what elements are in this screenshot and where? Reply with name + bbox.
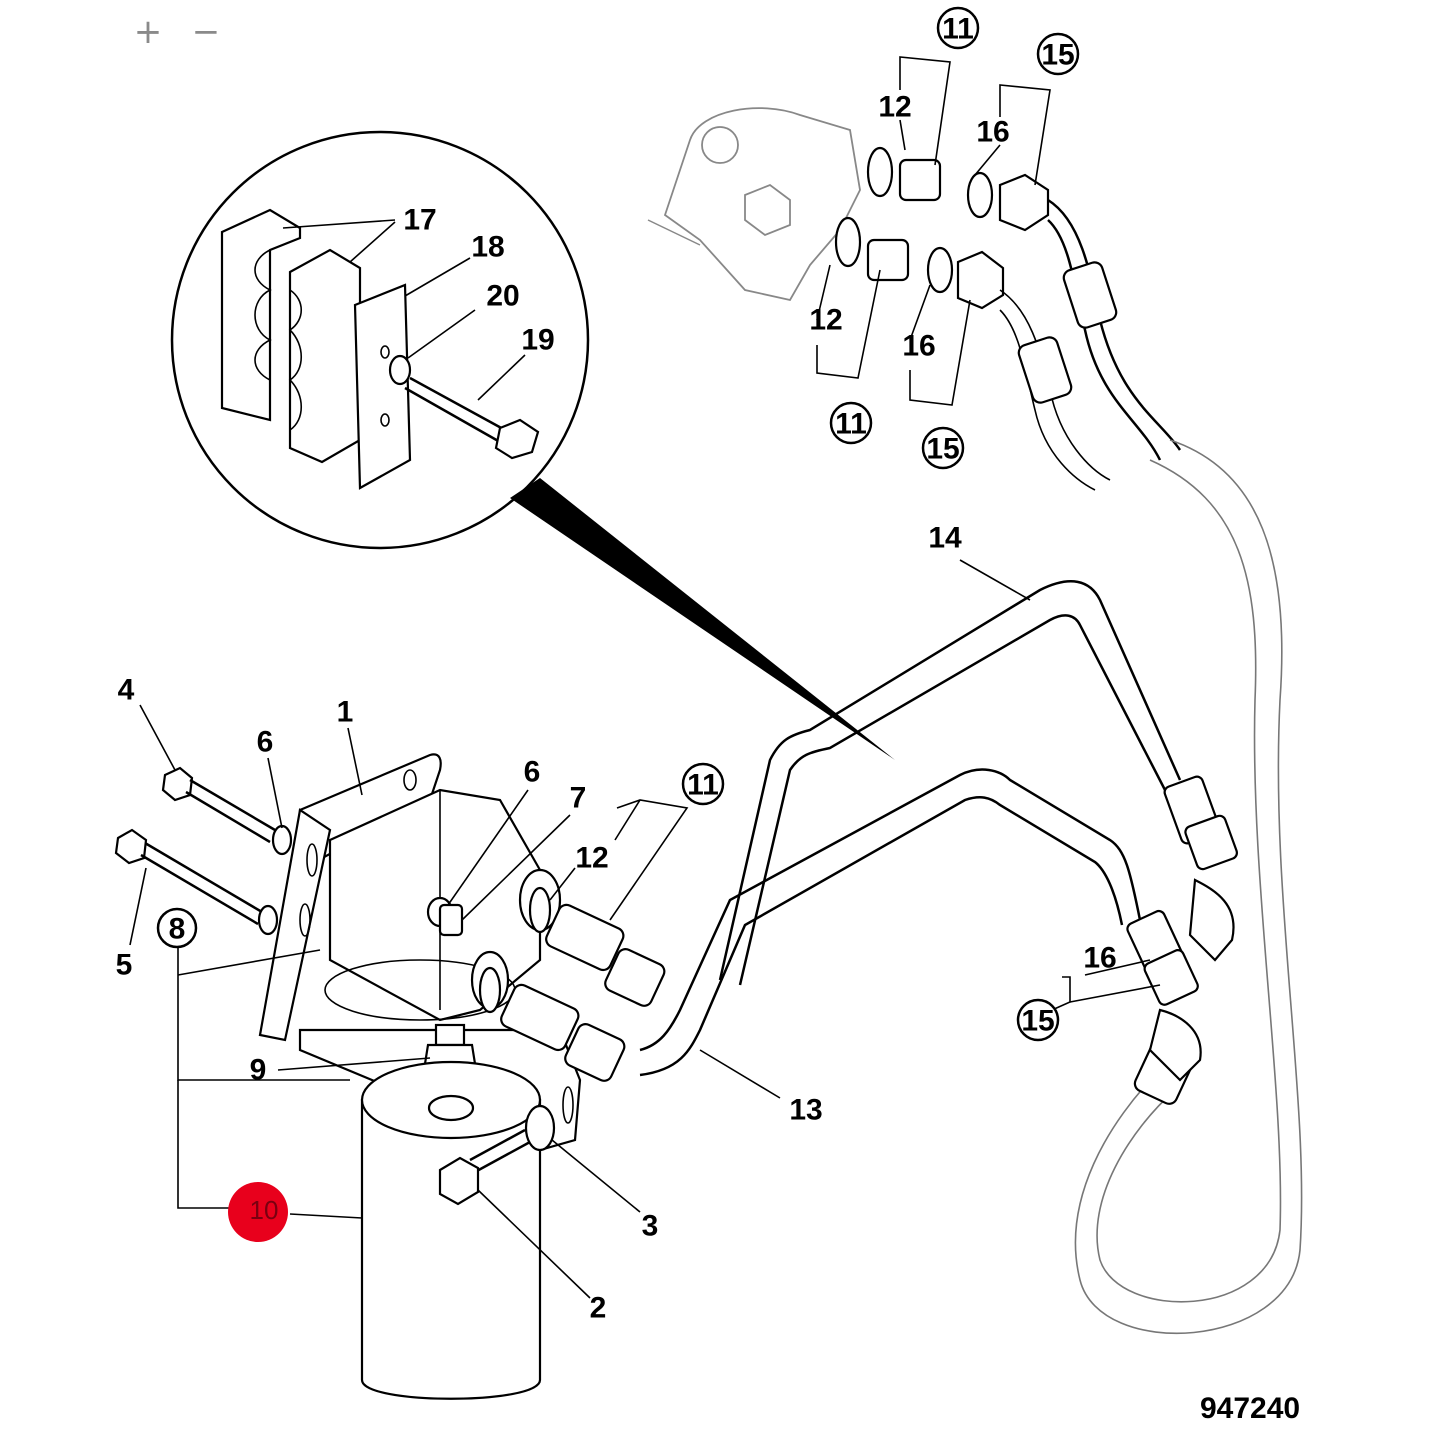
washer-part-3 [524,1104,556,1152]
adaptor-fittings-head [478,886,666,1082]
callout-16b[interactable]: 16 [902,330,935,363]
callout-11c[interactable]: 11 [681,762,725,806]
bolt-part-19 [404,376,540,460]
callout-2[interactable]: 2 [590,1292,607,1325]
callout-19[interactable]: 19 [521,324,554,357]
drawing-number: 947240 [1200,1392,1301,1425]
callout-3[interactable]: 3 [642,1210,659,1243]
callout-12a[interactable]: 12 [878,91,911,124]
pipe-part-13 [639,768,1142,1077]
zoom-controls: + − [128,12,226,52]
washer-part-20 [388,354,412,386]
oil-filter-part-10 [360,1060,542,1400]
callout-11b[interactable]: 11 [829,401,873,445]
callout-6a[interactable]: 6 [257,726,274,759]
callout-4[interactable]: 4 [118,674,135,707]
bolt-part-2 [438,1128,531,1206]
callout-17[interactable]: 17 [403,204,436,237]
svg-text:11: 11 [835,408,867,441]
svg-text:11: 11 [687,769,719,802]
upper-hose-fittings [834,146,1050,310]
callout-7[interactable]: 7 [570,782,587,815]
zoom-in-button[interactable]: + [133,12,163,52]
pipe-end-fittings [1126,775,1239,1082]
bolt-part-4 [161,766,293,856]
callout-11a[interactable]: 11 [936,6,980,50]
zoom-out-button[interactable]: − [191,12,221,52]
bolt-part-5 [114,828,279,936]
callout-12b[interactable]: 12 [809,304,842,337]
clamp-half-part-17b [288,248,362,464]
svg-text:8: 8 [169,913,186,946]
callout-15c[interactable]: 15 [1016,998,1060,1042]
callout-10-highlighted[interactable]: 10 [228,1182,288,1242]
callout-18[interactable]: 18 [471,231,504,264]
callout-9[interactable]: 9 [250,1054,267,1087]
circled-callouts: 11 15 11 15 11 15 [156,6,1080,1242]
svg-text:11: 11 [942,13,974,46]
svg-text:15: 15 [926,433,959,466]
flexible-hoses [999,198,1303,1335]
callout-15a[interactable]: 15 [1036,32,1080,76]
callout-15b[interactable]: 15 [921,426,965,470]
callout-1[interactable]: 1 [337,696,354,729]
detail-inset [170,130,895,760]
leader-lines [129,56,1161,1299]
svg-text:15: 15 [1021,1005,1054,1038]
callout-12c[interactable]: 12 [575,842,608,875]
callout-14[interactable]: 14 [928,522,962,555]
callout-13[interactable]: 13 [789,1094,822,1127]
callout-16a[interactable]: 16 [976,116,1009,149]
callout-8[interactable]: 8 [156,907,198,949]
callout-6b[interactable]: 6 [524,756,541,789]
pump-valve-assembly [647,107,861,302]
callout-5[interactable]: 5 [116,949,133,982]
callout-16c[interactable]: 16 [1083,942,1116,975]
svg-text:15: 15 [1041,39,1074,72]
callout-labels: 4 6 1 6 7 12 5 9 2 3 13 14 16 17 18 20 1… [116,91,1117,1325]
pipe-part-14 [718,580,1182,986]
detail-inset-circle [170,130,590,550]
clamp-half-part-17a [220,208,302,422]
clamp-plate-part-18 [353,283,412,490]
detail-pointer-wedge [510,478,895,760]
callout-20[interactable]: 20 [486,280,519,313]
svg-text:10: 10 [250,1195,279,1225]
